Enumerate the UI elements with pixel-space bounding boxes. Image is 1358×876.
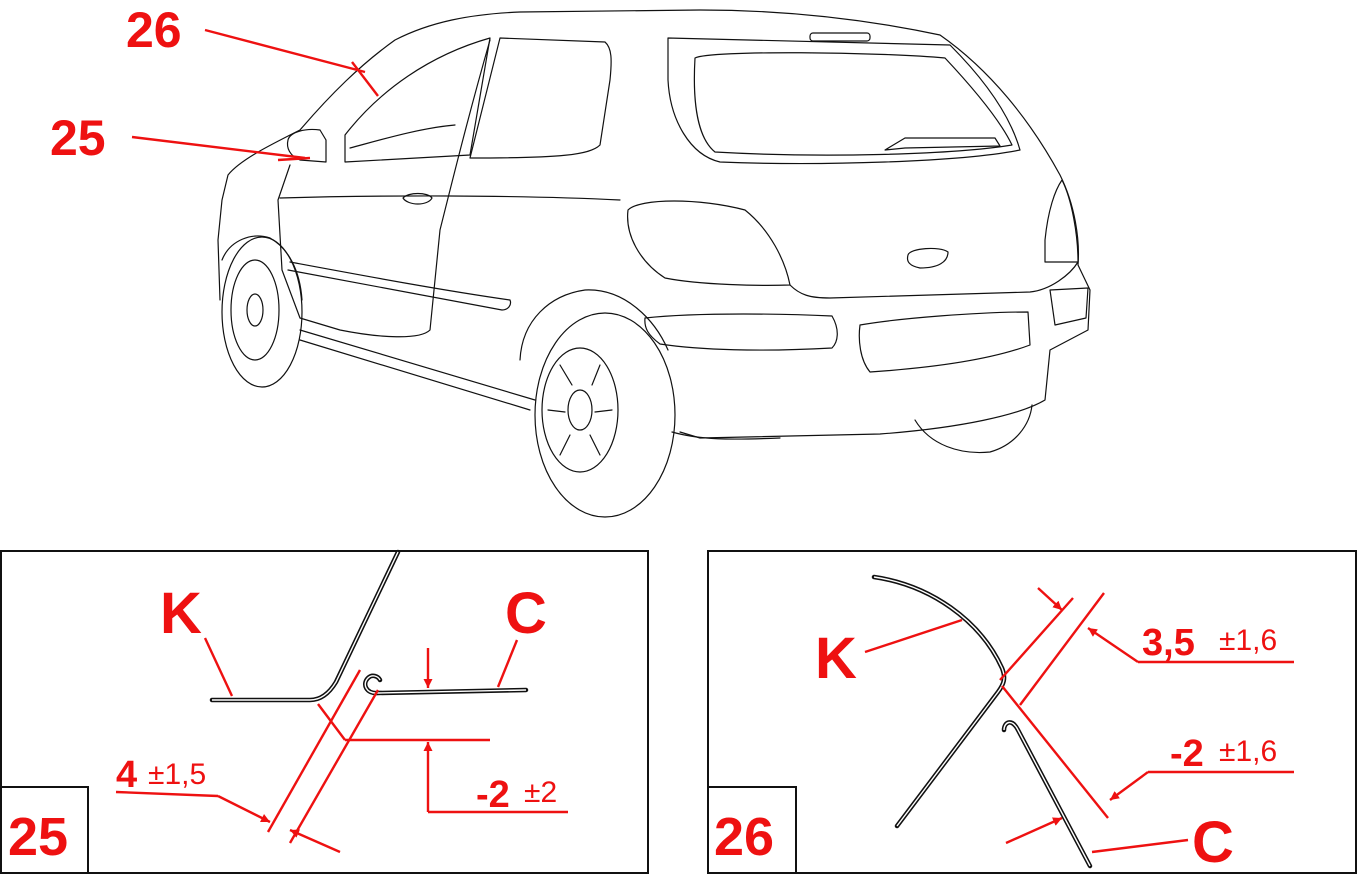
panel-26-flush-value: -2	[1170, 733, 1204, 775]
panel-26-gap-arrow-2	[1087, 627, 1139, 663]
panel-26-c-profile	[1001, 720, 1093, 869]
panel-26-k-profile	[871, 574, 1007, 829]
callout-25-leader	[131, 135, 306, 160]
callout-25: 25	[50, 110, 311, 166]
panel-25-gap-ext-2	[288, 689, 380, 844]
panel-26-gap-ext-2	[1019, 592, 1105, 706]
panel-26-gap-ext-1	[999, 597, 1074, 681]
callout-26: 26	[126, 2, 379, 97]
panel-25-k-profile-inner	[212, 551, 399, 701]
panel-25-gap-arrow-1	[217, 794, 271, 824]
callout-26-marker	[351, 61, 379, 97]
panel-26-flush-arrow-2	[1005, 816, 1063, 845]
panel-26-flush-ext	[1001, 685, 1109, 819]
panel-25-c-profile-inner	[364, 675, 527, 694]
panel-25-gap-arrow-2	[289, 828, 341, 854]
panel-25-k-label: K	[160, 581, 202, 646]
panel-26-gap-value: 3,5	[1142, 622, 1195, 664]
panel-26-gap-arrow-1	[1037, 587, 1063, 611]
panel-26-gap-tol: ±1,6	[1219, 624, 1277, 657]
panel-25-flush-value: -2	[476, 774, 510, 816]
panel-25-number: 25	[8, 807, 68, 867]
panel-26-c-leader	[1091, 838, 1189, 854]
panel-26-flush-arrow-1	[1109, 771, 1149, 801]
panel-26-k-leader	[864, 618, 963, 654]
panel-25-gap-underline	[115, 790, 219, 798]
panel-25-c-leader	[496, 639, 519, 688]
panel-25-gap-value: 4	[116, 754, 137, 796]
detail-panel-26: 26 K C 3,5 ±1,6 -2 ±1,6	[707, 550, 1357, 875]
panel-26-k-profile-inner	[873, 576, 1005, 827]
callout-26-label: 26	[126, 2, 182, 58]
panel-25-k-leader	[203, 637, 234, 697]
panel-26-number: 26	[714, 807, 774, 867]
detail-panel-25: 25 K C 4 ±1,5 -2 ±2	[0, 549, 649, 874]
panel-26-c-label: C	[1192, 810, 1234, 875]
panel-25-gap-tol: ±1,5	[148, 758, 206, 791]
panel-25-c-label: C	[505, 581, 547, 646]
callout-26-leader	[204, 28, 366, 74]
panel-25-frame	[0, 550, 649, 874]
panel-25-number-box	[0, 786, 89, 874]
callout-25-label: 25	[50, 110, 106, 166]
car-illustration	[217, 9, 1091, 518]
panel-26-number-box	[707, 786, 797, 874]
panel-26-frame	[707, 550, 1357, 874]
panel-26-k-label: K	[815, 626, 857, 691]
panel-25-flush-ext-k	[317, 703, 346, 741]
panel-25-gap-ext-1	[266, 669, 362, 833]
panel-25-flush-tol: ±2	[524, 776, 557, 809]
panel-26-c-profile-inner	[1003, 721, 1091, 867]
panel-26-flush-tol: ±1,6	[1219, 735, 1277, 768]
callout-25-marker	[277, 156, 311, 162]
